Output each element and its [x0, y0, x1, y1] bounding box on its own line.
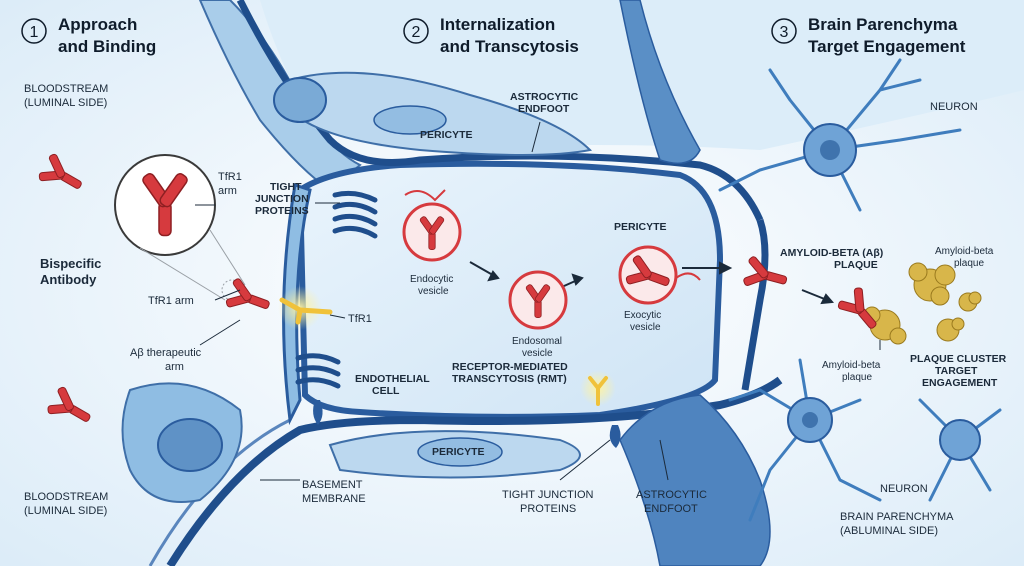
tight-junction-top-icon: [332, 190, 378, 239]
vessel-wall-bottom: [166, 376, 783, 566]
label-cluster-3: ENGAGEMENT: [922, 377, 998, 389]
rmt-receptor-icon: [588, 376, 608, 406]
label-astro-bottom: ASTROCYTIC: [636, 489, 707, 501]
label-amyloid-left-sub: plaque: [842, 372, 872, 383]
label-neuron-bottom: NEURON: [880, 483, 928, 495]
leader-tfr1-arm: [214, 289, 241, 301]
pericyte-top-nucleus: [273, 77, 327, 123]
label-endocytic: Endocytic: [410, 274, 453, 285]
label-amyloid-left: Amyloid-beta: [822, 360, 881, 371]
label-bispecific-sub: Antibody: [40, 272, 97, 287]
label-tfr1: TfR1: [348, 313, 372, 325]
label-tfr1-arm: TfR1 arm: [148, 295, 194, 307]
label-exocytic: Exocytic: [624, 310, 661, 321]
label-astro-bottom-sub: ENDFOOT: [644, 503, 698, 515]
step-3-title-line2: Target Engagement: [808, 37, 966, 56]
label-amyloid-right: Amyloid-beta: [935, 246, 994, 257]
pericyte-top-inner: [373, 105, 447, 135]
astrocyte-endfoot-bottom: [619, 394, 771, 566]
label-bispecific: Bispecific: [40, 256, 101, 271]
leader-abeta-arm: [199, 319, 241, 346]
label-tj-bottom-sub: PROTEINS: [520, 503, 576, 515]
neuron-bottom-icon: [728, 358, 1002, 522]
astrocyte-endfoot-top: [619, 0, 701, 165]
label-bloodstream-bottom-sub: (LUMINAL SIDE): [24, 505, 107, 517]
label-tj-bottom: TIGHT JUNCTION: [502, 489, 594, 501]
step-2-number: 2: [412, 24, 421, 41]
neuron-top-icon: [718, 58, 962, 212]
step-3-title: Brain Parenchyma: [808, 15, 958, 34]
label-exocytic-sub: vesicle: [630, 322, 661, 333]
label-astro-top-sub: ENDFOOT: [518, 103, 570, 115]
label-abeta-plaque-sub: PLAQUE: [834, 259, 878, 271]
tight-junction-left-icon: [295, 353, 341, 425]
leader-astro-top: [531, 121, 541, 153]
step-3-badge: [771, 18, 797, 44]
step-3-number: 3: [780, 24, 789, 41]
step-1-badge: [21, 18, 47, 44]
label-bloodstream-bottom: BLOODSTREAM: [24, 491, 108, 503]
label-neuron-top: NEURON: [930, 101, 978, 113]
label-basement-sub: MEMBRANE: [302, 493, 366, 505]
step-1-title: Approach: [58, 15, 137, 34]
label-abeta-plaque: AMYLOID-BETA (Aβ): [780, 247, 883, 259]
label-tight-junction-top: TIGHT: [270, 181, 302, 193]
lower-left-nucleus: [157, 418, 223, 472]
leader-astro-bottom: [659, 439, 669, 481]
label-bloodstream-top-sub: (LUMINAL SIDE): [24, 97, 107, 109]
step-1-number: 1: [30, 24, 39, 41]
label-basement: BASEMENT: [302, 479, 363, 491]
label-amyloid-right-sub: plaque: [954, 258, 984, 269]
neuron-top-nucleus: [820, 140, 840, 160]
step-2-title: Internalization: [440, 15, 555, 34]
label-parenchyma: BRAIN PARENCHYMA: [840, 511, 954, 523]
leader-tfr1: [329, 314, 346, 319]
label-astro-top: ASTROCYTIC: [510, 91, 579, 103]
label-tight-junction-top-2: JUNCTION: [255, 193, 309, 205]
label-pericyte-bottom: PERICYTE: [432, 446, 485, 458]
pericyte-bottom-nucleus: [417, 437, 503, 467]
label-endocytic-sub: vesicle: [418, 286, 449, 297]
label-pericyte-mid: PERICYTE: [614, 221, 667, 233]
label-cluster: PLAQUE CLUSTER: [910, 353, 1007, 365]
label-bloodstream-top: BLOODSTREAM: [24, 83, 108, 95]
label-endothelial: ENDOTHELIAL: [355, 373, 430, 385]
vessel-wall-right: [741, 218, 769, 391]
neuron-bottom-nucleus: [802, 412, 818, 428]
label-tfr1-arm-zoom: TfR1: [218, 171, 242, 183]
label-rmt-sub: TRANSCYTOSIS (RMT): [452, 373, 567, 385]
tfr1-receptor-icon: [279, 297, 333, 325]
label-endosomal-sub: vesicle: [522, 348, 553, 359]
neuron-right-body: [939, 419, 981, 461]
label-pericyte-top: PERICYTE: [420, 129, 473, 141]
label-endothelial-sub: CELL: [372, 385, 400, 397]
step-2-title-line2: and Transcytosis: [440, 37, 579, 56]
label-abeta-arm-sub: arm: [165, 361, 184, 373]
label-rmt: RECEPTOR-MEDIATED: [452, 361, 568, 373]
label-cluster-2: TARGET: [935, 365, 978, 377]
zoom-lines: [139, 229, 246, 301]
label-abeta-arm: Aβ therapeutic: [130, 347, 202, 359]
tight-junction-bottom-icon: [609, 425, 621, 448]
label-parenchyma-sub: (ABLUMINAL SIDE): [840, 525, 938, 537]
leader-tj-bottom: [559, 439, 611, 481]
step-1-title-line2: and Binding: [58, 37, 156, 56]
label-endosomal: Endosomal: [512, 336, 562, 347]
amyloid-plaque-icon: [863, 262, 982, 345]
step-2-badge: [403, 18, 429, 44]
label-tfr1-arm-zoom-sub: arm: [218, 185, 237, 197]
label-tight-junction-top-3: PROTEINS: [255, 205, 309, 217]
